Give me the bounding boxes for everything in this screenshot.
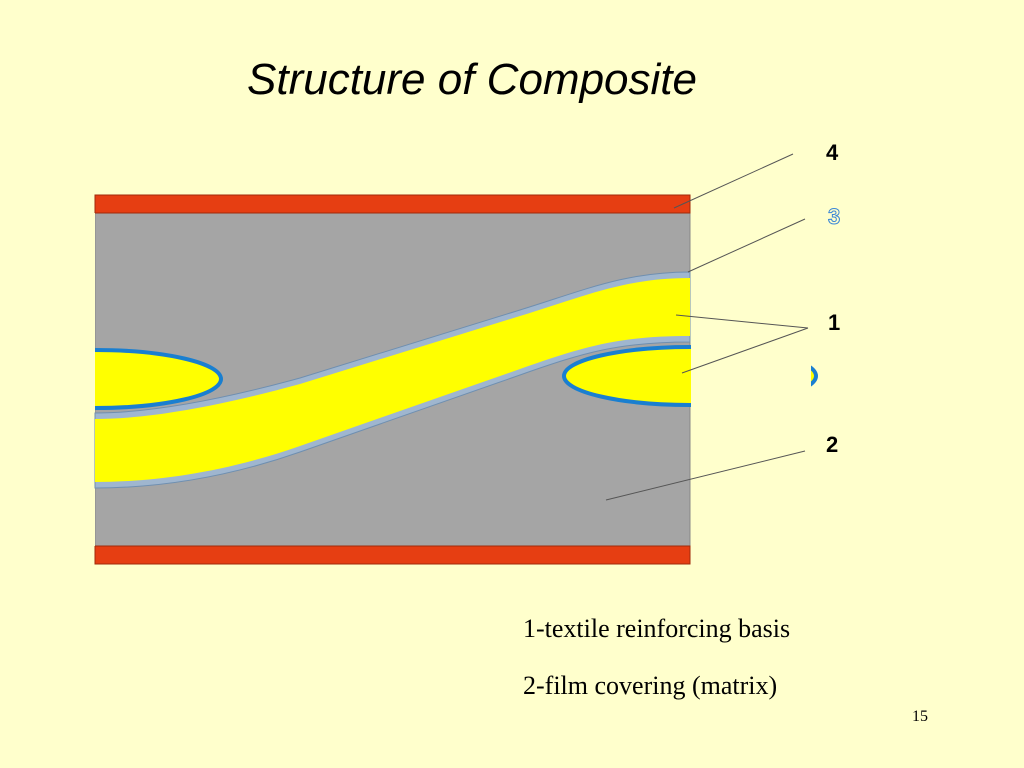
- label-2: 2: [826, 432, 838, 457]
- surface-layer-top: [94, 194, 691, 214]
- legend-item-2: 2-film covering (matrix): [523, 671, 778, 700]
- leader-line-4: [673, 153, 794, 209]
- warp-fiber: [95, 278, 690, 482]
- label-3: 3: [828, 204, 840, 229]
- slide-title: Structure of Composite: [247, 55, 697, 104]
- page-number: 15: [912, 708, 928, 725]
- surface-layer-bottom: [94, 545, 691, 565]
- leader-line-3: [687, 218, 806, 273]
- label-1: 1: [828, 310, 840, 335]
- leader-line-2: [605, 450, 806, 501]
- leader-line-1a: [675, 314, 809, 329]
- label-4: 4: [826, 140, 839, 165]
- leader-line-1b: [681, 327, 809, 374]
- legend-item-1: 1-textile reinforcing basis: [523, 614, 791, 643]
